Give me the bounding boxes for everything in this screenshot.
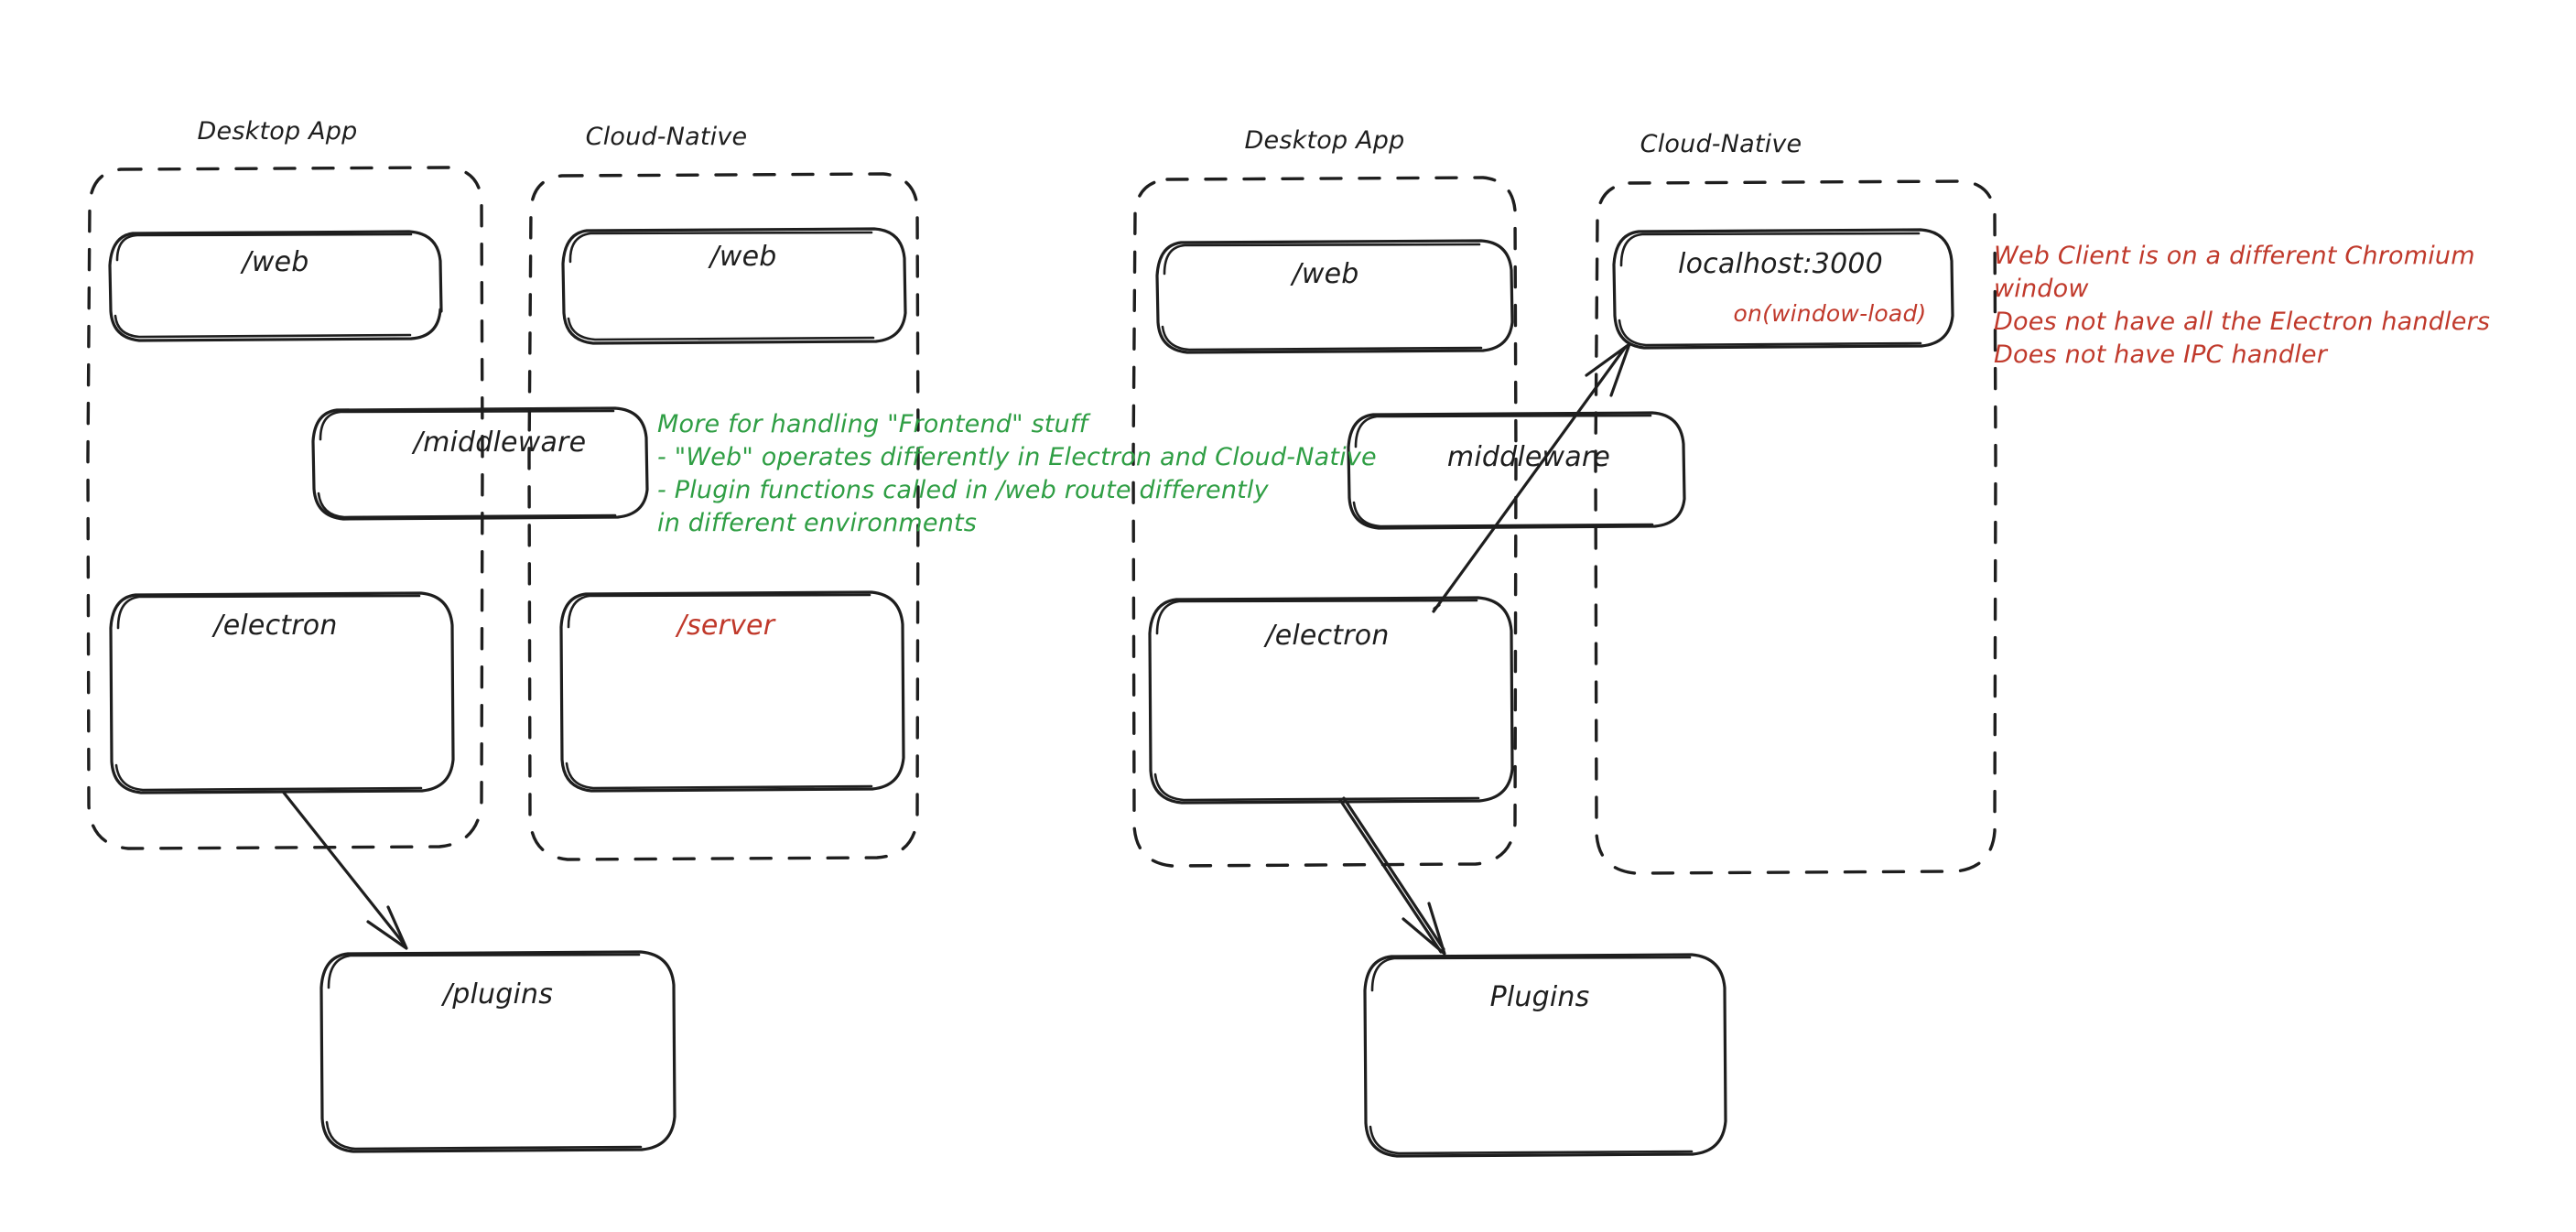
box-localhost-right[interactable] [1612, 228, 1954, 350]
box-electron-right-overdraw [1153, 599, 1480, 802]
note-red-web-client: Web Client is on a different Chromium wi… [1994, 242, 2491, 369]
group-label-cloud-native-right: Cloud-Native [1640, 130, 1802, 158]
box-plugins-right[interactable] [1363, 953, 1727, 1158]
arrow-electron-to-plugins-left-head [366, 905, 408, 950]
arrow-electron-to-plugins-right [1338, 796, 1445, 954]
box-web-desktop-right-overdraw [1161, 243, 1483, 351]
box-web-cloud-left-overdraw [567, 231, 875, 341]
arrow-electron-to-plugins-left [282, 791, 406, 946]
box-middleware-left[interactable] [311, 406, 649, 521]
box-plugins-left-overdraw [325, 953, 643, 1151]
box-label-plugins-left: /plugins [442, 978, 554, 1010]
box-server-left-overdraw [565, 593, 873, 790]
box-label-electron-right: /electron [1265, 620, 1390, 652]
group-label-cloud-native-left: Cloud-Native [585, 123, 748, 151]
box-web-desktop-left-overdraw [114, 232, 413, 339]
box-label-middleware-right: middleware [1446, 441, 1611, 473]
box-plugins-left[interactable] [319, 950, 676, 1153]
box-localhost-right-overdraw [1618, 232, 1922, 347]
box-sublabel-on-window-load: on(window-load) [1733, 300, 1927, 327]
box-label-electron-left: /electron [213, 610, 338, 642]
box-middleware-left-overdraw [317, 409, 617, 519]
note-green-frontend: More for handling "Frontend" stuff - "We… [657, 410, 1377, 537]
box-web-desktop-right[interactable] [1155, 239, 1514, 354]
arrow-electron-to-plugins-right-head [1402, 902, 1446, 956]
group-label-desktop-app-left: Desktop App [197, 117, 358, 146]
box-electron-left-overdraw [114, 594, 423, 792]
box-label-server-left: /server [676, 610, 775, 642]
group-label-desktop-app-right: Desktop App [1244, 126, 1405, 155]
box-label-web-desktop-left: /web [242, 246, 309, 278]
box-label-middleware-left: /middleware [413, 427, 587, 459]
box-middleware-right-overdraw [1352, 414, 1654, 528]
box-plugins-right-overdraw [1369, 956, 1694, 1155]
box-electron-right[interactable] [1148, 596, 1514, 805]
box-server-left[interactable] [559, 590, 905, 793]
box-label-web-desktop-right: /web [1292, 258, 1359, 290]
group-outline-desktop-app-left [86, 166, 484, 850]
box-web-cloud-left[interactable] [561, 227, 907, 345]
box-label-web-cloud-left: /web [709, 241, 777, 273]
box-label-plugins-right: Plugins [1489, 981, 1590, 1013]
group-outline-desktop-app-right [1131, 176, 1518, 868]
box-electron-left[interactable] [109, 591, 455, 794]
box-middleware-right[interactable] [1347, 411, 1686, 530]
box-web-desktop-left[interactable] [108, 230, 443, 342]
group-outline-cloud-native-left [527, 172, 920, 861]
arrow-electron-to-localhost-right-head [1585, 342, 1631, 397]
box-label-localhost-right: localhost:3000 [1678, 248, 1883, 280]
arrow-electron-to-localhost-right [1432, 346, 1627, 613]
